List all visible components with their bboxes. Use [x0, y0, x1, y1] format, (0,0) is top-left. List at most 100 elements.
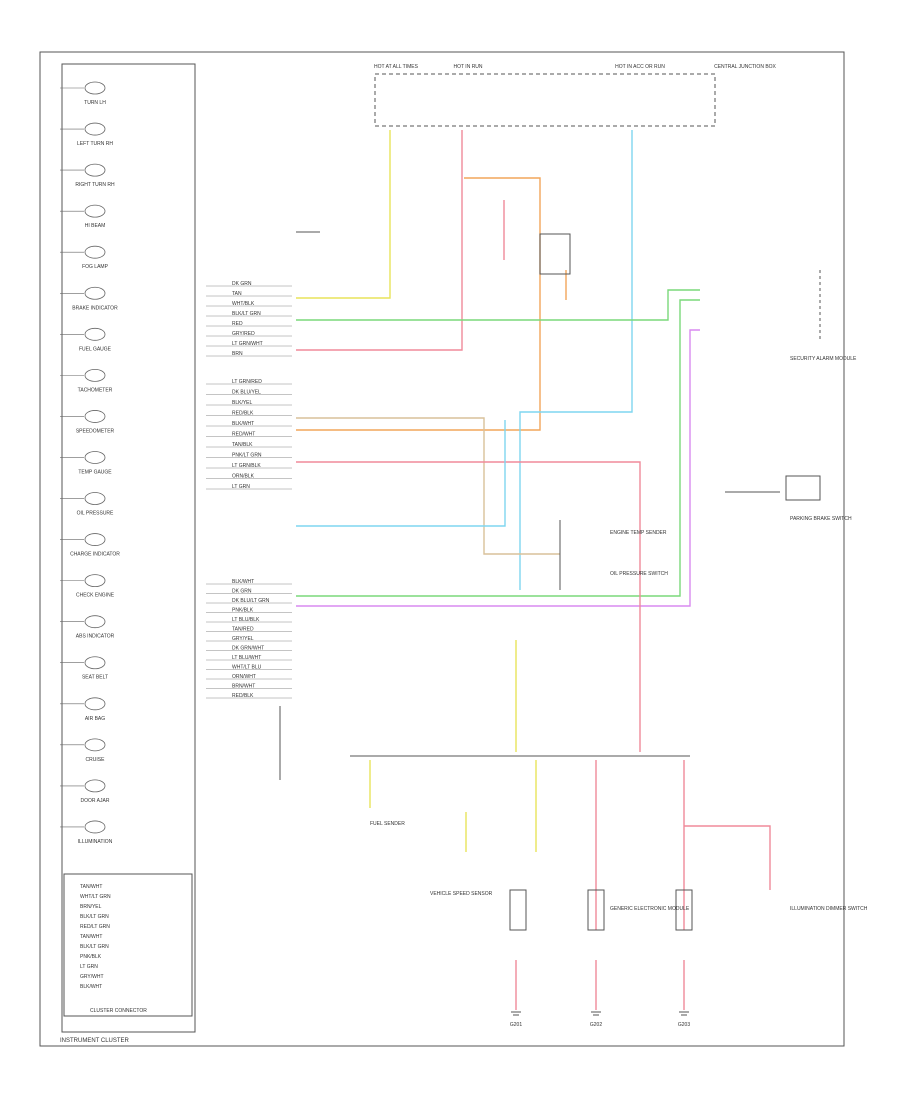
indicator-bulb-icon: [84, 738, 106, 752]
right-components: SECURITY ALARM MODULE PARKING BRAKE SWITC…: [370, 356, 868, 912]
wire-row-label: DK BLU/LT GRN: [232, 598, 270, 604]
cluster-panel: [61, 63, 196, 1033]
wire-group: [296, 130, 771, 1010]
indicator-bulb-icon: [84, 656, 106, 670]
wire-orange-1: [296, 177, 541, 431]
wire-violet-1: [296, 329, 700, 607]
connector-block-title: CLUSTER CONNECTOR: [90, 1008, 147, 1014]
indicator-label: ILLUMINATION: [78, 839, 113, 845]
connector-row-label: PNK/BLK: [80, 954, 102, 960]
connector-row-label: LT GRN: [80, 964, 98, 970]
wire-row-label: RED/WHT: [232, 432, 255, 438]
wire-pink-2: [296, 461, 641, 752]
connector-rows: TAN/WHT WHT/LT GRN BRN/YEL BLK/LT GRN RED/LT…: [80, 884, 111, 990]
wire-cyan-2: [296, 420, 506, 527]
indicator-bulb-icon: [84, 697, 106, 711]
connector-row-label: RED/LT GRN: [80, 924, 110, 930]
wire-green-1: [296, 289, 700, 321]
indicator-label: RIGHT TURN RH: [75, 182, 115, 188]
indicator-bulb-icon: [84, 533, 106, 546]
top-label: HOT IN RUN: [453, 64, 482, 70]
wire-row-label: BRN/WHT: [232, 684, 255, 690]
component-label: VEHICLE SPEED SENSOR: [430, 891, 493, 897]
indicator-bulb-icon: [84, 368, 106, 382]
wire-row-label: DK GRN: [232, 589, 252, 595]
indicator-label: HI BEAM: [85, 223, 106, 229]
indicator-bulb-icon: [84, 615, 106, 629]
wire-pink-1: [296, 130, 463, 351]
indicator-label: CRUISE: [86, 757, 106, 763]
connector-row-label: BRN/YEL: [80, 904, 102, 910]
component-label: ILLUMINATION DIMMER SWITCH: [790, 906, 868, 912]
wire-row-label: GRY/RED: [232, 331, 255, 337]
indicator-label: TURN LH: [84, 100, 106, 106]
indicator-bulb-icon: [84, 820, 106, 834]
connector-row-label: TAN/WHT: [80, 884, 102, 890]
wire-row-label: BLK/YEL: [232, 400, 253, 406]
indicator-bulb-icon: [84, 451, 106, 464]
indicator-label: OIL PRESSURE: [77, 511, 114, 517]
indicator-label: FOG LAMP: [82, 264, 109, 270]
wire-pink-5: [684, 825, 771, 890]
indicator-bulb-icon: [84, 204, 106, 218]
connector-row-label: GRY/WHT: [80, 974, 104, 980]
indicator-label: DOOR AJAR: [81, 798, 110, 804]
wire-row-label: BLK/LT GRN: [232, 311, 261, 317]
top-label: HOT AT ALL TIMES: [374, 64, 419, 70]
component-label: PARKING BRAKE SWITCH: [790, 516, 852, 522]
wire-tan-1: [296, 417, 560, 555]
indicator-bulb-icon: [84, 327, 106, 341]
indicator-bulb-icon: [84, 245, 106, 259]
connector-row-label: BLK/WHT: [80, 984, 102, 990]
wire-row-label: DK GRN/WHT: [232, 646, 264, 652]
component-label: ENGINE TEMP SENDER: [610, 530, 667, 536]
wire-row-label: LT GRN/BLK: [232, 463, 261, 469]
indicator-label: LEFT TURN RH: [77, 141, 113, 147]
wire-green-2: [296, 299, 700, 597]
structure-lines: [279, 231, 821, 931]
indicator-bulb-icon: [84, 410, 106, 423]
component-label: SECURITY ALARM MODULE: [790, 356, 857, 362]
indicator-label: TEMP GAUGE: [78, 469, 112, 475]
wire-row-label: ORN/BLK: [232, 474, 255, 480]
wire-row-label: TAN/BLK: [232, 442, 253, 448]
wire-row-label: RED: [232, 321, 243, 327]
connector-row-label: BLK/LT GRN: [80, 914, 109, 920]
indicator-label: SEAT BELT: [82, 675, 108, 681]
wire-row-label: PNK/BLK: [232, 608, 254, 614]
wire-yellow-1: [296, 130, 391, 299]
indicator-label: BRAKE INDICATOR: [72, 305, 118, 311]
connector-row-label: WHT/LT GRN: [80, 894, 111, 900]
wire-row-label: BLK/WHT: [232, 579, 254, 585]
cluster-connector-block: [63, 873, 193, 1017]
indicator-label: CHARGE INDICATOR: [70, 552, 120, 558]
indicator-label: AIR BAG: [85, 716, 105, 722]
wire-row-label: PNK/LT GRN: [232, 453, 262, 459]
wire-row-label: LT BLU/WHT: [232, 655, 261, 661]
wire-row-label: WHT/BLK: [232, 301, 255, 307]
ground-label: G202: [590, 1022, 602, 1028]
ground-label: G203: [678, 1022, 690, 1028]
wire-row-label: LT BLU/BLK: [232, 617, 260, 623]
wire-row-label: WHT/LT BLU: [232, 665, 262, 671]
wire-row-label: LT GRN: [232, 484, 250, 490]
wire-row-label: GRY/YEL: [232, 636, 254, 642]
indicator-bulb-icon: [84, 286, 106, 300]
wire-row-label: RED/BLK: [232, 693, 254, 699]
indicator-label: SPEEDOMETER: [76, 428, 115, 434]
component-label: GENERIC ELECTRONIC MODULE: [610, 906, 690, 912]
component-label: OIL PRESSURE SWITCH: [610, 571, 668, 577]
wire-cyan-1: [519, 130, 633, 590]
indicator-group: TURN LH LEFT TURN RH RIGHT TURN RH HI BEAM F…: [60, 81, 120, 845]
indicator-bulb-icon: [84, 574, 106, 588]
indicator-label: CHECK ENGINE: [76, 593, 115, 599]
top-label: CENTRAL JUNCTION BOX: [714, 64, 776, 70]
indicator-bulb-icon: [84, 163, 106, 177]
indicator-label: ABS INDICATOR: [76, 634, 115, 640]
wire-row-label: DK BLU/YEL: [232, 390, 261, 396]
